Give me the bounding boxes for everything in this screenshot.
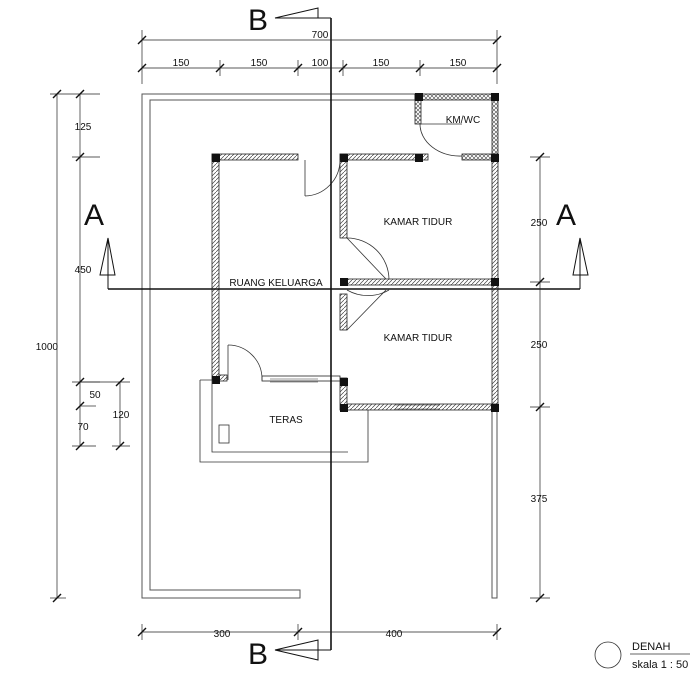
windows — [270, 378, 440, 410]
dim-right-3: 375 — [531, 494, 548, 505]
dim-left-450: 450 — [75, 265, 92, 276]
section-marker-b-bottom: B — [248, 638, 268, 671]
dim-bottom-2: 400 — [386, 629, 403, 640]
dim-top-1: 150 — [173, 58, 190, 69]
room-label-kamar-tidur-1: KAMAR TIDUR — [384, 217, 453, 228]
section-line-b — [274, 7, 332, 661]
dim-left-120: 120 — [113, 410, 130, 421]
dim-top-5: 150 — [450, 58, 467, 69]
room-label-kmwc: KM/WC — [446, 115, 480, 126]
dim-left-125: 125 — [75, 122, 92, 133]
columns — [212, 93, 499, 412]
caption-scale: skala 1 : 50 — [632, 659, 688, 671]
site-outline — [141, 93, 498, 599]
dim-right-2: 250 — [531, 340, 548, 351]
section-marker-b-top: B — [248, 4, 268, 37]
caption-title: DENAH — [632, 641, 671, 653]
dim-bottom-1: 300 — [214, 629, 231, 640]
doors — [227, 123, 463, 381]
walls — [211, 93, 499, 411]
dim-left-70: 70 — [77, 422, 89, 433]
dim-left-50: 50 — [89, 390, 101, 401]
room-label-ruang-keluarga: RUANG KELUARGA — [229, 278, 323, 289]
section-marker-a-left: A — [84, 199, 104, 232]
room-label-kamar-tidur-2: KAMAR TIDUR — [384, 333, 453, 344]
dimension-ticks — [52, 35, 545, 637]
room-label-teras: TERAS — [269, 415, 303, 426]
section-line-a — [99, 237, 589, 290]
dim-top-2: 150 — [251, 58, 268, 69]
section-marker-a-right: A — [556, 199, 576, 232]
caption-circle — [594, 641, 622, 669]
dim-left-total: 1000 — [36, 342, 59, 353]
dim-right-1: 250 — [531, 218, 548, 229]
dim-top-4: 150 — [373, 58, 390, 69]
dim-top-total: 700 — [312, 30, 329, 41]
teras-area — [199, 379, 369, 463]
dim-top-3: 100 — [312, 58, 329, 69]
